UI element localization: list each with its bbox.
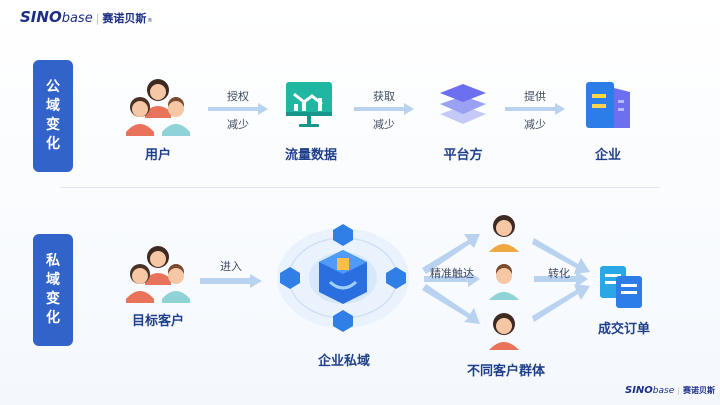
platform-layers-icon: [436, 80, 490, 128]
public-label-char: 公: [46, 79, 60, 95]
node-traffic-label: 流量数据: [284, 148, 337, 163]
arrow-right-icon: [505, 103, 565, 115]
arrow-right-icon: [208, 103, 268, 115]
private-domain-hub-icon: [270, 220, 416, 336]
private-section-label: 私 域 变 化: [33, 234, 73, 346]
bottom-logo: SINO base | 赛诺贝斯: [625, 385, 715, 396]
logo-separator: |: [677, 386, 680, 395]
arrow-right-icon: [200, 274, 262, 288]
section-divider: [60, 187, 660, 188]
private-label-char: 变: [46, 291, 60, 307]
fan-out-arrows: [422, 234, 480, 324]
public-label-char: 域: [46, 98, 60, 114]
precise-reach-label: 精准触达: [430, 267, 474, 280]
node-customer-groups-label: 不同客户群体: [466, 364, 545, 379]
logo-cn: 赛诺贝斯: [682, 386, 715, 395]
public-label-char: 变: [46, 117, 60, 133]
converge-arrows: [532, 238, 590, 322]
customer-male-middle-icon: [486, 262, 522, 302]
traffic-data-icon: [284, 80, 334, 128]
arrow-right-icon: [354, 103, 414, 115]
node-platform-label: 平台方: [443, 148, 483, 163]
arrow-bottom-label: 减少: [524, 118, 546, 131]
node-users-label: 用户: [144, 148, 171, 163]
logo-separator: |: [95, 12, 100, 25]
customer-female-top-icon: [486, 214, 522, 254]
enter-arrow-label: 进入: [220, 260, 242, 273]
trademark-icon: ®: [147, 18, 153, 24]
users-icon: [123, 74, 193, 136]
convert-label: 转化: [548, 267, 570, 280]
private-label-char: 化: [46, 310, 60, 326]
arrow-top-label: 获取: [373, 90, 395, 103]
arrow-bottom-label: 减少: [227, 118, 249, 131]
private-label-char: 私: [46, 253, 60, 269]
logo-cn: 赛诺贝斯: [102, 12, 147, 25]
node-target-customers-label: 目标客户: [131, 314, 184, 329]
target-customers-icon: [123, 241, 193, 303]
arrow-bottom-label: 减少: [373, 118, 395, 131]
node-orders-label: 成交订单: [597, 322, 650, 337]
arrow-top-label: 授权: [227, 90, 249, 103]
public-section-label: 公 域 变 化: [33, 60, 73, 172]
node-enterprise-label: 企业: [594, 148, 621, 163]
top-logo: SINO base | 赛诺贝斯 ®: [20, 8, 152, 26]
node-private-domain-label: 企业私域: [317, 354, 370, 369]
public-label-char: 化: [46, 136, 60, 152]
orders-documents-icon: [598, 264, 646, 310]
enterprise-building-icon: [582, 78, 634, 132]
customer-female-bottom-icon: [486, 312, 522, 352]
logo-base: base: [61, 11, 93, 26]
logo-base: base: [652, 386, 675, 396]
logo-sino: SINO: [625, 385, 653, 396]
logo-sino: SINO: [20, 8, 62, 26]
arrow-top-label: 提供: [524, 90, 546, 103]
private-label-char: 域: [46, 272, 60, 288]
